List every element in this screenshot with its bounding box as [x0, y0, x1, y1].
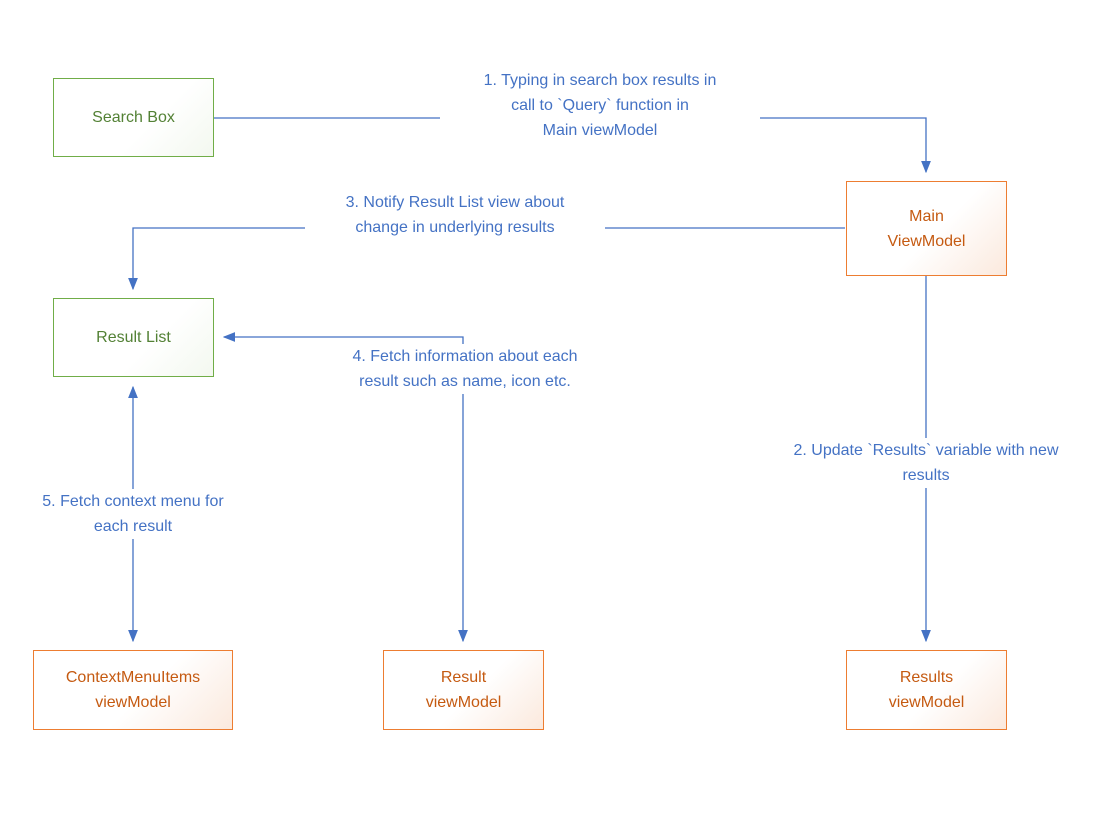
- label-step4-line1: 4. Fetch information about each: [352, 348, 578, 365]
- node-contextmenuitems-label-line1: ContextMenuItems: [65, 669, 201, 686]
- node-main-viewmodel: Main ViewModel: [846, 181, 1007, 276]
- node-result-viewmodel-label-line2: viewModel: [425, 694, 502, 711]
- label-step2: 2. Update `Results` variable with new re…: [766, 438, 1086, 488]
- label-step3-line1: 3. Notify Result List view about: [345, 194, 565, 211]
- node-search-box: Search Box: [53, 78, 214, 157]
- node-contextmenuitems-viewmodel: ContextMenuItems viewModel: [33, 650, 233, 730]
- label-step5-line1: 5. Fetch context menu for: [42, 493, 224, 510]
- arrow-step3: [128, 227, 845, 291]
- label-step4: 4. Fetch information about each result s…: [315, 344, 615, 394]
- label-step3-line2: change in underlying results: [355, 219, 555, 236]
- label-step5-line2: each result: [93, 518, 173, 535]
- label-step1-line2: call to `Query` function in: [511, 97, 689, 114]
- node-main-viewmodel-label-line2: ViewModel: [887, 232, 966, 250]
- arrow-step4: [222, 332, 468, 643]
- label-step2-line1: 2. Update `Results` variable with new: [793, 442, 1059, 459]
- node-search-box-label: Search Box: [92, 109, 175, 126]
- label-step2-line2: results: [902, 467, 950, 484]
- label-step3: 3. Notify Result List view about change …: [305, 190, 605, 240]
- node-result-list: Result List: [53, 298, 214, 377]
- label-step5: 5. Fetch context menu for each result: [13, 489, 253, 539]
- node-results-viewmodel-label-line2: viewModel: [888, 694, 965, 711]
- node-result-viewmodel: Result viewModel: [383, 650, 544, 730]
- node-main-viewmodel-label-line1: Main: [909, 207, 944, 225]
- node-result-list-label: Result List: [96, 329, 171, 346]
- node-results-viewmodel-label-line1: Results: [899, 669, 954, 686]
- label-step1-line3: Main viewModel: [542, 122, 658, 139]
- label-step4-line2: result such as name, icon etc.: [359, 373, 571, 390]
- node-results-viewmodel: Results viewModel: [846, 650, 1007, 730]
- label-step1-line1: 1. Typing in search box results in: [483, 72, 717, 89]
- node-contextmenuitems-label-line2: viewModel: [95, 694, 171, 711]
- node-result-viewmodel-label-line1: Result: [440, 669, 487, 686]
- label-step1: 1. Typing in search box results in call …: [440, 68, 760, 143]
